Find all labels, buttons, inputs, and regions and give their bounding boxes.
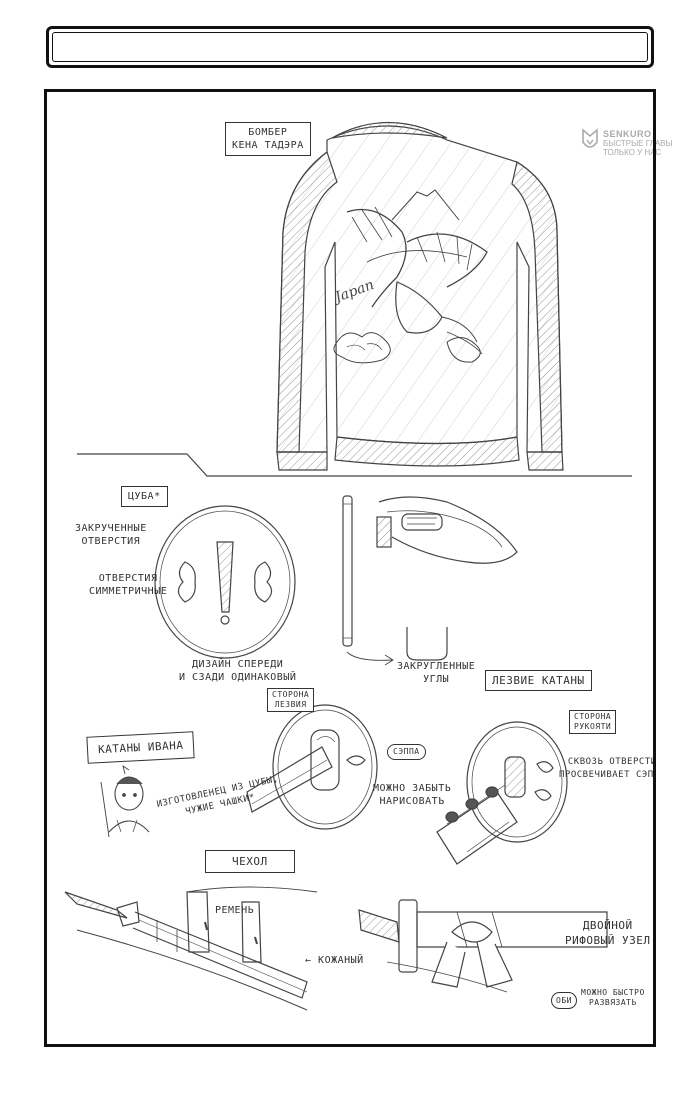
tsuba-side-drawing — [342, 495, 518, 666]
seppa-label: СЭППА — [387, 744, 426, 760]
scabbard-label: ЧЕХОЛ — [205, 850, 295, 873]
rounded-corners-line-2: УГЛЫ — [423, 674, 450, 685]
handle-side-label: СТОРОНА РУКОЯТИ — [569, 710, 617, 734]
design-label: ДИЗАЙН СПЕРЕДИ И СЗАДИ ОДИНАКОВЫЙ — [179, 658, 296, 684]
leather-label: ← КОЖАНЫЙ — [305, 955, 364, 966]
symmetric-holes-line-2: СИММЕТРИЧНЫЕ — [89, 586, 168, 597]
quick-line-2: РАЗВЯЗАТЬ — [588, 998, 637, 1007]
sketch-artwork: Japan — [64, 121, 632, 1011]
leather-text: КОЖАНЫЙ — [318, 955, 364, 966]
bomber-label-box: БОМБЕР КЕНА ТАДЭРА — [225, 122, 311, 156]
title-frame — [46, 26, 654, 68]
tsuba-label: ЦУБА* — [121, 486, 168, 507]
blade-side-line-1: СТОРОНА — [272, 690, 310, 699]
bomber-jacket-drawing — [276, 121, 564, 471]
rounded-corners-line-1: ЗАКРУГЛЕННЫЕ — [397, 661, 476, 672]
blade-label: ЛЕЗВИЕ КАТАНЫ — [485, 670, 592, 691]
ivan-figure-drawing — [100, 764, 150, 838]
bomber-label-line-2: КЕНА ТАДЭРА — [232, 140, 304, 151]
forget-line-2: НАРИСОВАТЬ — [379, 796, 445, 807]
twisted-holes-line-2: ОТВЕРСТИЯ — [81, 536, 141, 547]
watermark-line-2: ТОЛЬКО У НАС — [603, 148, 662, 157]
blade-side-line-2: ЛЕЗВИЯ — [274, 700, 307, 709]
knot-line-1: ДВОЙНОЙ — [582, 919, 633, 932]
watermark-line-1: БЫСТРЫЕ ГЛАВЫ — [603, 139, 673, 148]
forget-line-1: МОЖНО ЗАБЫТЬ — [373, 783, 452, 794]
bomber-label-line-1: БОМБЕР — [248, 127, 288, 138]
sketch-panel: Japan — [44, 89, 656, 1047]
through-holes-label: СКВОЗЬ ОТВЕРСТИЯ ПРОСВЕЧИВАЕТ СЭППА* — [559, 756, 656, 782]
blade-side-label: СТОРОНА ЛЕЗВИЯ — [267, 688, 315, 712]
through-line-2: ПРОСВЕЧИВАЕТ СЭППА* — [559, 770, 654, 780]
design-line-1: ДИЗАЙН СПЕРЕДИ — [192, 659, 284, 670]
tsuba-drawing — [154, 505, 296, 659]
tsuba-blade-side-drawing — [246, 704, 378, 830]
katana-knot-drawing — [358, 899, 608, 993]
obi-label: ОБИ — [551, 992, 577, 1009]
ivan-katanas-label: КАТАНЫ ИВАНА — [86, 731, 196, 764]
design-line-2: И СЗАДИ ОДИНАКОВЫЙ — [179, 672, 297, 683]
fox-logo-icon — [582, 128, 598, 148]
handle-side-line-1: СТОРОНА — [574, 712, 612, 721]
forget-label: МОЖНО ЗАБЫТЬ НАРИСОВАТЬ — [373, 782, 451, 808]
symmetric-holes-label: ОТВЕРСТИЯ СИММЕТРИЧНЫЕ — [89, 572, 167, 598]
symmetric-holes-line-1: ОТВЕРСТИЯ — [98, 573, 158, 584]
knot-line-2: РИФОВЫЙ УЗЕЛ — [565, 934, 651, 947]
belt-label: РЕМЕНЬ — [215, 905, 255, 916]
rounded-corners-label: ЗАКРУГЛЕННЫЕ УГЛЫ — [397, 660, 475, 686]
katana-scabbard-drawing — [64, 886, 318, 1011]
quick-line-1: МОЖНО БЫСТРО — [581, 988, 645, 997]
knot-label: ДВОЙНОЙ РИФОВЫЙ УЗЕЛ — [565, 918, 650, 948]
tsuba-handle-side-drawing — [436, 721, 568, 865]
twisted-holes-line-1: ЗАКРУЧЕННЫЕ — [75, 523, 147, 534]
quick-untie-label: МОЖНО БЫСТРО РАЗВЯЗАТЬ — [581, 988, 645, 1008]
watermark-brand: SENKURO — [603, 129, 652, 139]
section-divider — [77, 453, 632, 477]
handle-side-line-2: РУКОЯТИ — [574, 722, 612, 731]
through-line-1: СКВОЗЬ ОТВЕРСТИЯ — [567, 757, 656, 767]
twisted-holes-label: ЗАКРУЧЕННЫЕ ОТВЕРСТИЯ — [75, 522, 147, 548]
